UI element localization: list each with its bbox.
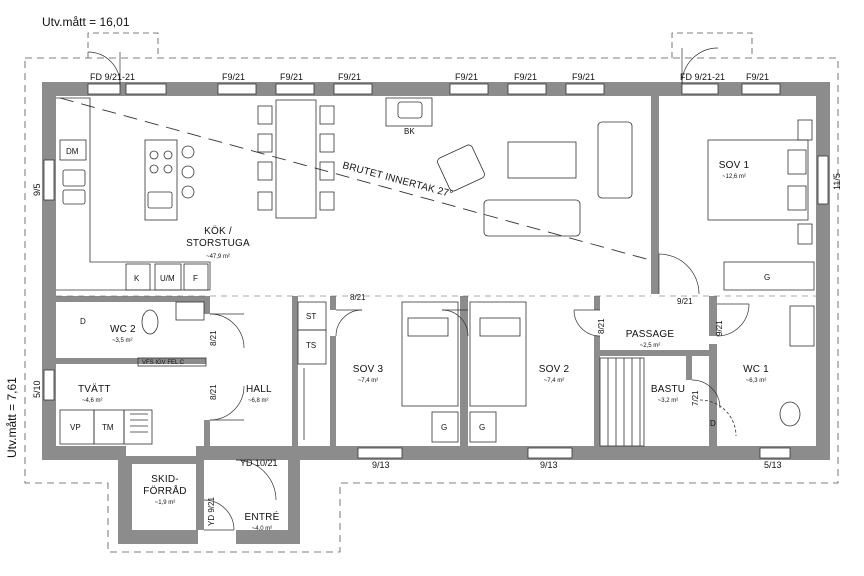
fixture-um: U/M xyxy=(160,274,175,283)
bedroom-1-furniture xyxy=(707,119,815,291)
area-sov3: ~7,4 m² xyxy=(358,378,379,384)
balcony-doors xyxy=(87,83,719,95)
area-bastu: ~3,2 m² xyxy=(658,398,679,404)
area-skid: ~1,9 m² xyxy=(155,500,176,506)
room-wc2: WC 2 xyxy=(110,324,136,335)
fixture-g-sov3: G xyxy=(441,423,447,432)
room-kok: KÖK / xyxy=(204,225,232,237)
room-passage: PASSAGE xyxy=(626,329,675,340)
opening-yd-side: YD 9/21 xyxy=(207,497,216,526)
kitchen-counter xyxy=(56,97,211,291)
door-bay-right xyxy=(671,32,753,58)
outer-width-dimension: Utv.mått = 16,01 xyxy=(42,15,130,29)
area-entre: ~4,0 m² xyxy=(252,526,273,532)
opening-d-passage: 8/21 xyxy=(597,318,606,334)
opening-d-sov1: 9/21 xyxy=(677,297,693,306)
opening-yd-main: YD 10/21 xyxy=(240,458,278,468)
room-sov3: SOV 3 xyxy=(353,364,384,375)
fixture-d-wc2: D xyxy=(80,317,86,326)
opening-f5: F9/21 xyxy=(514,72,537,82)
fixture-ts: TS xyxy=(306,341,316,350)
opening-b-9-13b: 9/13 xyxy=(540,460,558,470)
room-skid-line2: FÖRRÅD xyxy=(143,484,186,497)
area-sov2: ~7,4 m² xyxy=(544,378,565,384)
fixture-g-sov2: G xyxy=(479,423,485,432)
hall-wardrobe xyxy=(297,301,327,440)
opening-d-wc1: 9/21 xyxy=(715,320,724,336)
area-kok: ~47,9 m² xyxy=(206,254,230,260)
outer-dimension-outline xyxy=(24,57,839,553)
fixture-k: K xyxy=(134,274,140,283)
room-skid: SKID- xyxy=(151,474,179,485)
fixture-st: ST xyxy=(306,312,316,321)
opening-f3: F9/21 xyxy=(338,72,361,82)
area-wc2: ~3,5 m² xyxy=(112,338,133,344)
room-sov1: SOV 1 xyxy=(719,160,750,171)
opening-f7: F9/21 xyxy=(746,72,769,82)
opening-f6: F9/21 xyxy=(572,72,595,82)
kitchen-island xyxy=(144,139,195,221)
opening-d-tvatt: 8/21 xyxy=(209,384,218,400)
fixture-vp: VP xyxy=(70,423,81,432)
room-hall: HALL xyxy=(246,384,272,395)
bedroom-3-2-furniture xyxy=(401,301,527,443)
interior-walls xyxy=(56,96,717,530)
opening-f1: F9/21 xyxy=(222,72,245,82)
opening-fd-right: FD 9/21-21 xyxy=(680,72,725,82)
room-kok-line2: STORSTUGA xyxy=(186,238,250,249)
opening-w-tvatt: 5/10 xyxy=(32,380,42,398)
opening-d-wc2: 8/21 xyxy=(209,330,218,346)
area-sov1: ~12,6 m² xyxy=(722,174,746,180)
opening-d-sov3: 8/21 xyxy=(350,293,366,302)
opening-f2: F9/21 xyxy=(280,72,303,82)
opening-d-bastu: 7/21 xyxy=(691,390,700,406)
door-swings xyxy=(87,47,750,531)
room-entre: ENTRÉ xyxy=(245,510,280,523)
wc2-fixtures xyxy=(141,301,205,335)
living-room-furniture xyxy=(385,97,633,237)
fixture-dm: DM xyxy=(66,147,79,156)
opening-b-9-13a: 9/13 xyxy=(372,460,390,470)
wc1-fixtures xyxy=(699,305,815,437)
room-tvatt: TVÄTT xyxy=(78,383,111,395)
ceiling-break-line xyxy=(59,97,651,261)
opening-w-left: 9/5 xyxy=(32,183,42,196)
sauna-bench xyxy=(599,357,645,447)
area-wc1: ~6,3 m² xyxy=(746,378,767,384)
laundry-fixtures xyxy=(59,357,207,445)
opening-b-5-13: 5/13 xyxy=(764,460,782,470)
fixture-bk: BK xyxy=(404,127,415,136)
fixture-vfs: VFS IGV FEL C xyxy=(142,360,185,366)
room-bastu: BASTU xyxy=(651,384,685,395)
fixture-tm: TM xyxy=(102,423,114,432)
fixture-g-sov1: G xyxy=(764,273,770,282)
door-bay-left xyxy=(87,32,159,58)
windows xyxy=(43,83,829,459)
area-passage: ~2,5 m² xyxy=(640,343,661,349)
fixture-f: F xyxy=(193,274,198,283)
area-hall: ~6,8 m² xyxy=(248,398,269,404)
outer-height-dimension: Utv.mått = 7,61 xyxy=(5,377,19,458)
room-sov2: SOV 2 xyxy=(539,364,570,375)
dining-table xyxy=(257,99,335,219)
opening-fd-left: FD 9/21-21 xyxy=(90,72,135,82)
opening-w-right: 11/5 xyxy=(832,173,842,190)
opening-f4: F9/21 xyxy=(455,72,478,82)
area-tvatt: ~4,6 m² xyxy=(82,398,103,404)
room-wc1: WC 1 xyxy=(743,364,769,375)
fixture-d-wc1: D xyxy=(710,419,716,428)
